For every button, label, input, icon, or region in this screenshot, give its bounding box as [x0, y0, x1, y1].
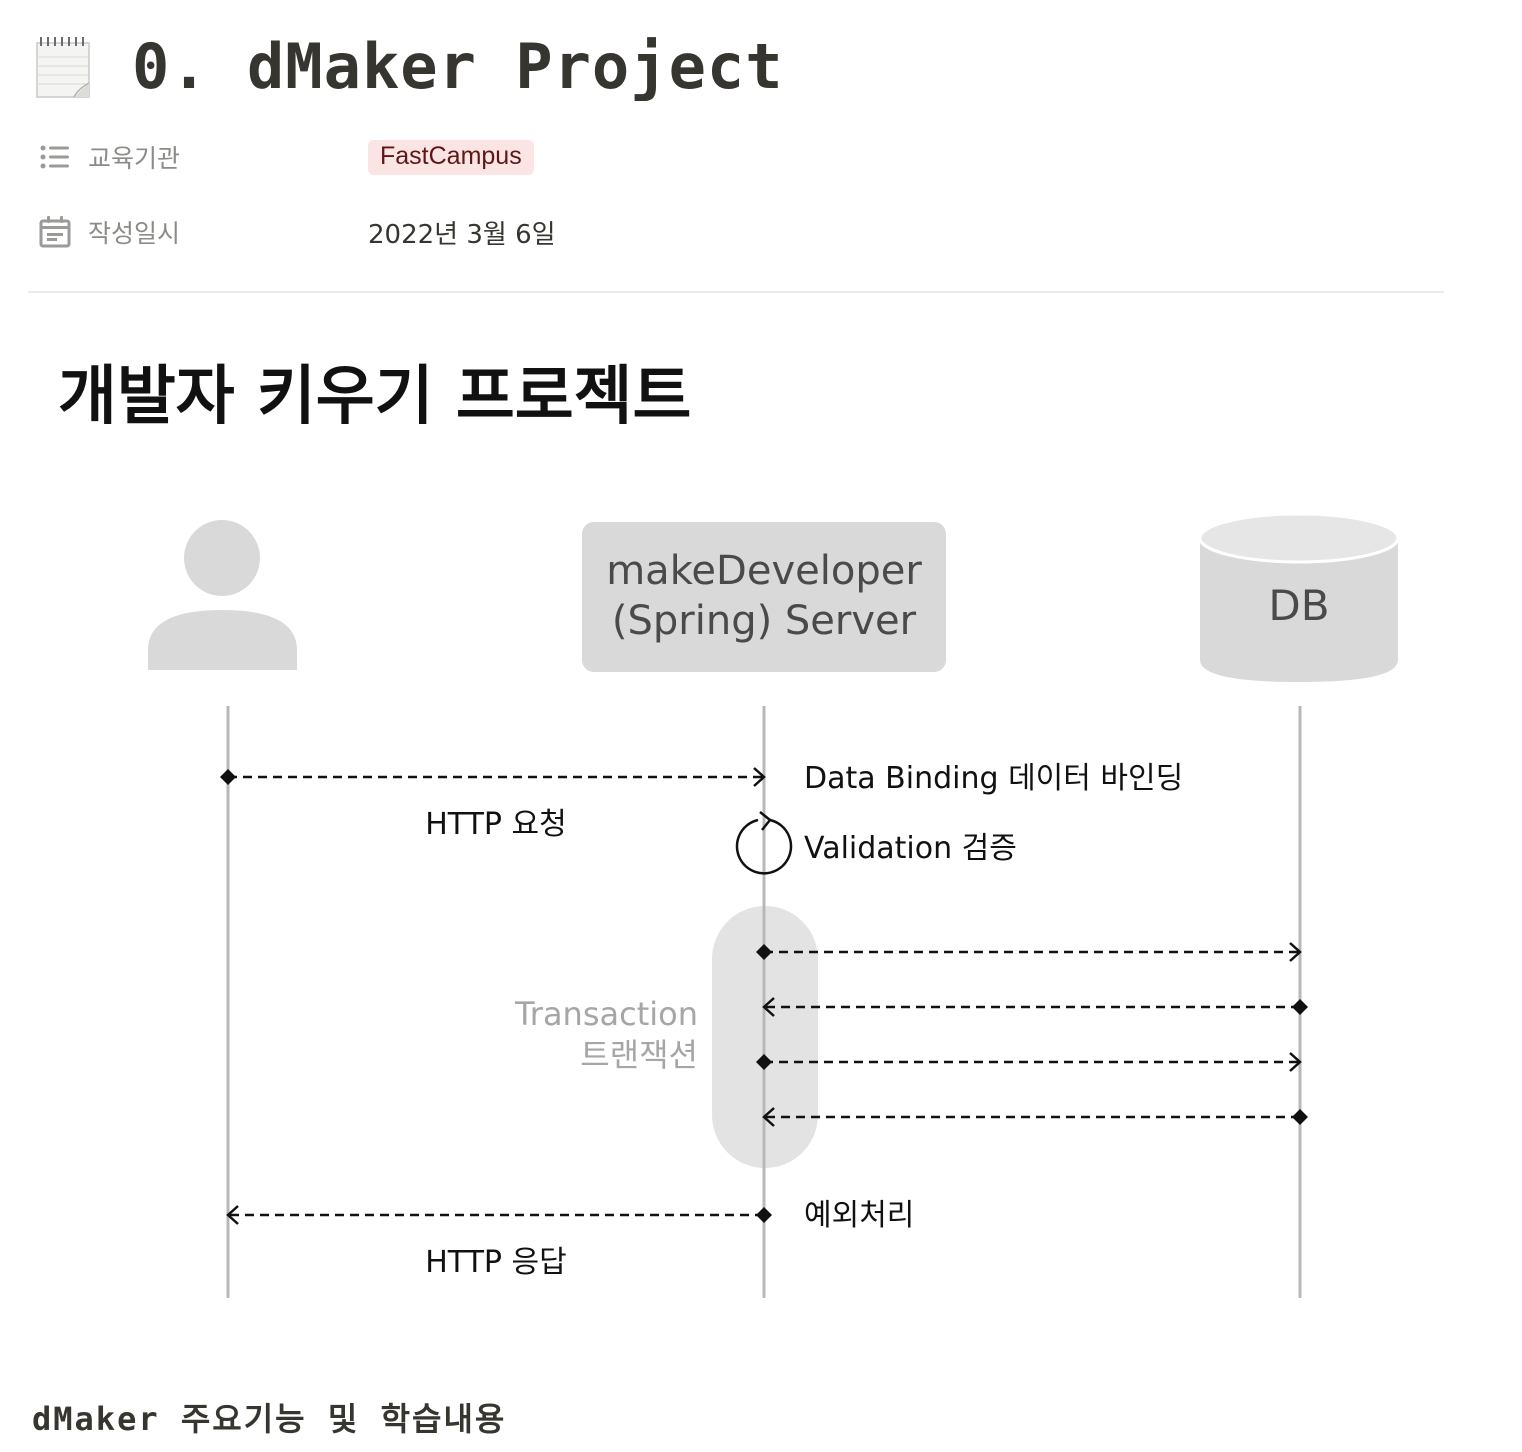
- transaction-label-line2: 트랜잭션: [580, 1036, 698, 1074]
- section-heading: dMaker 주요기능 및 학습내용: [32, 1400, 507, 1438]
- http-response-arrow: [226, 1205, 772, 1225]
- diagram-title: 개발자 키우기 프로젝트: [58, 360, 691, 434]
- validation-loop-icon: [735, 811, 793, 875]
- exception-label: 예외처리: [804, 1198, 914, 1233]
- user-icon: [148, 520, 297, 670]
- created-date[interactable]: 2022년 3월 6일: [368, 219, 556, 250]
- property-value[interactable]: FastCampus: [368, 139, 534, 175]
- notepad-icon[interactable]: [34, 33, 94, 99]
- institution-tag[interactable]: FastCampus: [368, 139, 534, 175]
- sequence-diagram[interactable]: 개발자 키우기 프로젝트 makeDeveloper (Spring) Serv…: [0, 330, 1522, 1330]
- list-icon: [38, 140, 72, 174]
- page-header: 0. dMaker Project: [34, 26, 784, 106]
- http-response-label: HTTP 응답: [425, 1245, 567, 1280]
- divider: [28, 291, 1444, 293]
- server-label-line1: makeDeveloper: [606, 548, 922, 594]
- property-row-institution[interactable]: 교육기관 FastCampus: [38, 137, 1438, 177]
- db-query-arrow-2: [756, 1052, 1302, 1072]
- validation-label: Validation 검증: [804, 831, 1017, 866]
- property-name: 작성일시: [88, 219, 181, 248]
- http-request-label: HTTP 요청: [425, 807, 567, 842]
- db-query-arrow-1: [756, 942, 1302, 962]
- transaction-label-line1: Transaction: [514, 995, 698, 1033]
- page-title: 0. dMaker Project: [132, 29, 784, 103]
- property-row-created[interactable]: 작성일시 2022년 3월 6일: [38, 212, 1438, 252]
- http-request-arrow: [220, 767, 766, 787]
- data-binding-label: Data Binding 데이터 바인딩: [804, 761, 1183, 796]
- db-result-arrow-1: [762, 997, 1308, 1017]
- server-box: [582, 522, 946, 672]
- server-label-line2: (Spring) Server: [612, 598, 917, 644]
- property-name: 교육기관: [88, 144, 181, 173]
- calendar-icon: [38, 215, 72, 249]
- db-label: DB: [1268, 581, 1329, 630]
- db-result-arrow-2: [762, 1107, 1308, 1127]
- database-icon: [1198, 512, 1400, 682]
